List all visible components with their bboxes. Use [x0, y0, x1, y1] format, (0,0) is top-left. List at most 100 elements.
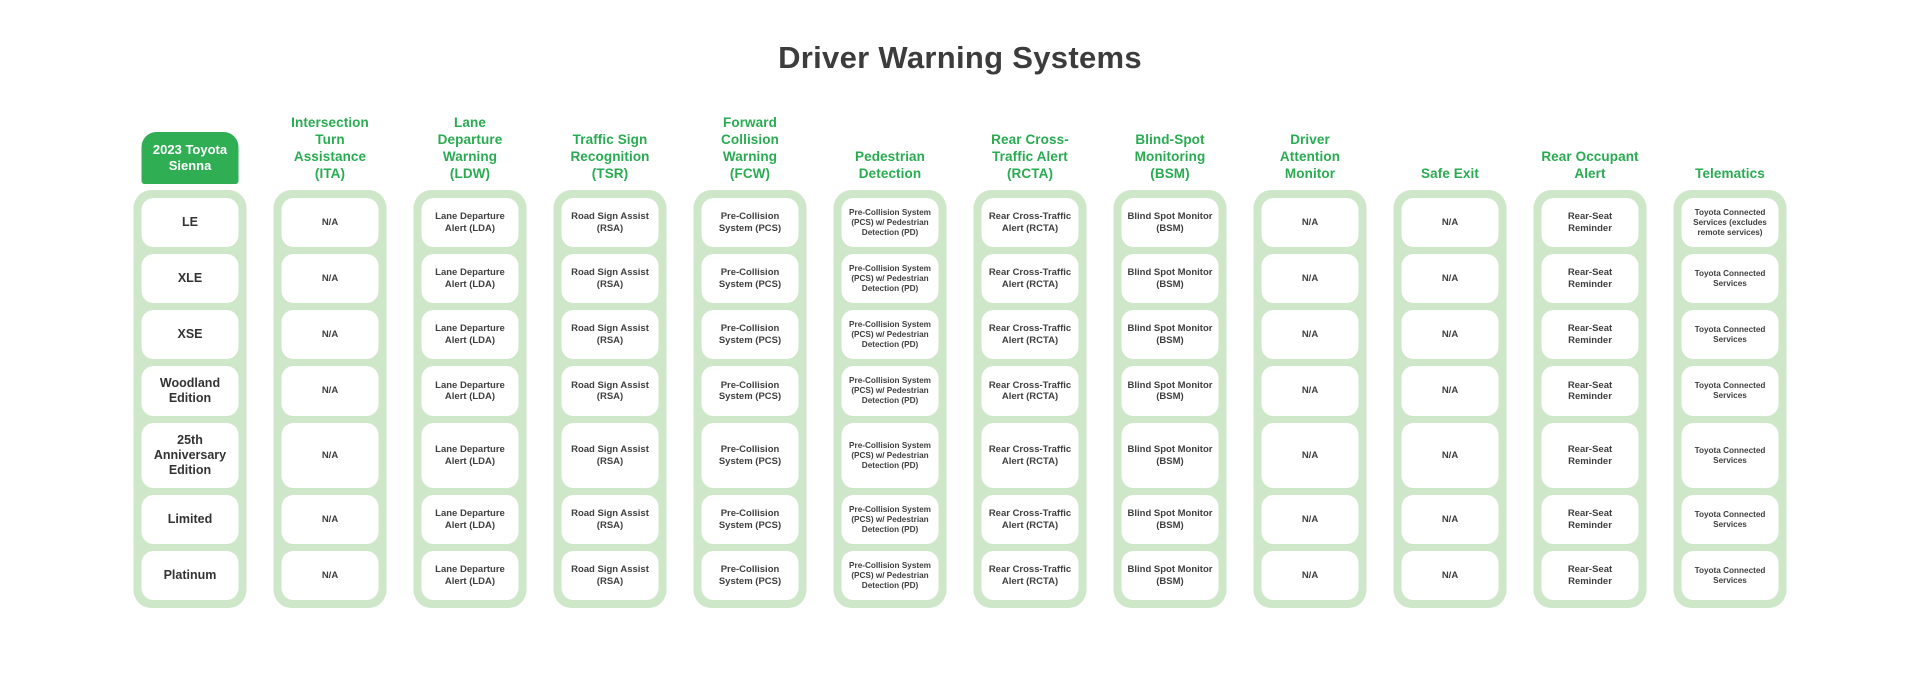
feature-cell-bsm-row4: Blind Spot Monitor (BSM)	[1121, 423, 1219, 488]
feature-cell-ldw-row3: Lane Departure Alert (LDA)	[421, 366, 519, 416]
feature-cell-fcw-row0: Pre-Collision System (PCS)	[701, 198, 799, 247]
feature-column-ita: Intersection Turn Assistance (ITA) N/A N/A…	[273, 114, 387, 608]
feature-cell-rear-occupant-alert-row6: Rear-Seat Reminder	[1541, 551, 1639, 600]
column-header-rcta: Rear Cross- Traffic Alert (RCTA)	[991, 132, 1069, 181]
feature-cell-tsr-row0: Road Sign Assist (RSA)	[561, 198, 659, 247]
feature-cell-ldw-row0: Lane Departure Alert (LDA)	[421, 198, 519, 247]
feature-cell-pedestrian-detection-row4: Pre-Collision System (PCS) w/ Pedestrian…	[841, 423, 939, 488]
column-header-fcw: Forward Collision Warning (FCW)	[721, 115, 779, 181]
feature-cell-rcta-row3: Rear Cross-Traffic Alert (RCTA)	[981, 366, 1079, 416]
column-header-pedestrian-detection: Pedestrian Detection	[854, 149, 926, 181]
feature-column-rcta: Rear Cross- Traffic Alert (RCTA) Rear Cro…	[973, 114, 1087, 608]
header-area-ldw: Lane Departure Warning (LDW)	[414, 114, 527, 184]
feature-cell-fcw-row6: Pre-Collision System (PCS)	[701, 551, 799, 600]
column-header-tsr: Traffic Sign Recognition (TSR)	[570, 132, 650, 181]
feature-cell-bsm-row5: Blind Spot Monitor (BSM)	[1121, 495, 1219, 544]
feature-cell-ldw-row4: Lane Departure Alert (LDA)	[421, 423, 519, 488]
feature-cell-fcw-row4: Pre-Collision System (PCS)	[701, 423, 799, 488]
feature-cell-safe-exit-row3: N/A	[1401, 366, 1499, 416]
header-area-pedestrian-detection: Pedestrian Detection	[834, 114, 947, 184]
feature-cell-driver-attention-monitor-row0: N/A	[1261, 198, 1359, 247]
feature-cell-rear-occupant-alert-row3: Rear-Seat Reminder	[1541, 366, 1639, 416]
feature-cell-pedestrian-detection-row6: Pre-Collision System (PCS) w/ Pedestrian…	[841, 551, 939, 600]
feature-cell-fcw-row3: Pre-Collision System (PCS)	[701, 366, 799, 416]
feature-cell-driver-attention-monitor-row6: N/A	[1261, 551, 1359, 600]
feature-cell-safe-exit-row0: N/A	[1401, 198, 1499, 247]
feature-column-bsm: Blind-Spot Monitoring (BSM)Blind Spot Mo…	[1113, 114, 1227, 608]
trim-header-area: 2023 Toyota Sienna	[134, 114, 247, 184]
feature-cell-bsm-row6: Blind Spot Monitor (BSM)	[1121, 551, 1219, 600]
feature-column-ldw: Lane Departure Warning (LDW) Lane Departu…	[413, 114, 527, 608]
feature-cell-rear-occupant-alert-row4: Rear-Seat Reminder	[1541, 423, 1639, 488]
column-header-ldw: Lane Departure Warning (LDW)	[437, 115, 503, 181]
page-title: Driver Warning Systems	[778, 40, 1142, 75]
feature-cell-rcta-row6: Rear Cross-Traffic Alert (RCTA)	[981, 551, 1079, 600]
feature-cell-pedestrian-detection-row0: Pre-Collision System (PCS) w/ Pedestrian…	[841, 198, 939, 247]
feature-cell-rcta-row5: Rear Cross-Traffic Alert (RCTA)	[981, 495, 1079, 544]
feature-cell-telematics-row5: Toyota Connected Services	[1681, 495, 1779, 544]
feature-cell-ita-row5: N/A	[281, 495, 379, 544]
feature-cell-driver-attention-monitor-row4: N/A	[1261, 423, 1359, 488]
column-container-telematics: Toyota Connected Services (excludes remo…	[1673, 190, 1787, 608]
trim-cell-row1: XLE	[141, 254, 239, 303]
feature-cell-telematics-row4: Toyota Connected Services	[1681, 423, 1779, 488]
feature-cell-fcw-row1: Pre-Collision System (PCS)	[701, 254, 799, 303]
feature-cell-safe-exit-row4: N/A	[1401, 423, 1499, 488]
feature-cell-ita-row4: N/A	[281, 423, 379, 488]
feature-cell-rcta-row4: Rear Cross-Traffic Alert (RCTA)	[981, 423, 1079, 488]
header-area-rcta: Rear Cross- Traffic Alert (RCTA)	[974, 114, 1087, 184]
feature-cell-ita-row3: N/A	[281, 366, 379, 416]
feature-cell-rcta-row2: Rear Cross-Traffic Alert (RCTA)	[981, 310, 1079, 359]
feature-cell-safe-exit-row1: N/A	[1401, 254, 1499, 303]
feature-cell-rcta-row0: Rear Cross-Traffic Alert (RCTA)	[981, 198, 1079, 247]
header-area-rear-occupant-alert: Rear Occupant Alert	[1534, 114, 1647, 184]
feature-cell-telematics-row2: Toyota Connected Services	[1681, 310, 1779, 359]
feature-cell-driver-attention-monitor-row2: N/A	[1261, 310, 1359, 359]
column-header-driver-attention-monitor: Driver Attention Monitor	[1279, 132, 1341, 181]
feature-cell-safe-exit-row2: N/A	[1401, 310, 1499, 359]
header-area-fcw: Forward Collision Warning (FCW)	[694, 114, 807, 184]
feature-cell-ldw-row1: Lane Departure Alert (LDA)	[421, 254, 519, 303]
feature-cell-bsm-row0: Blind Spot Monitor (BSM)	[1121, 198, 1219, 247]
feature-cell-fcw-row2: Pre-Collision System (PCS)	[701, 310, 799, 359]
header-area-driver-attention-monitor: Driver Attention Monitor	[1254, 114, 1367, 184]
column-container-rcta: Rear Cross-Traffic Alert (RCTA) Rear Cros…	[973, 190, 1087, 608]
trim-cell-row6: Platinum	[141, 551, 239, 600]
feature-cell-safe-exit-row6: N/A	[1401, 551, 1499, 600]
column-header-telematics: Telematics	[1695, 166, 1765, 181]
feature-cell-tsr-row1: Road Sign Assist (RSA)	[561, 254, 659, 303]
feature-cell-tsr-row6: Road Sign Assist (RSA)	[561, 551, 659, 600]
column-container-pedestrian-detection: Pre-Collision System (PCS) w/ Pedestrian…	[833, 190, 947, 608]
feature-cell-ldw-row2: Lane Departure Alert (LDA)	[421, 310, 519, 359]
feature-cell-telematics-row3: Toyota Connected Services	[1681, 366, 1779, 416]
feature-cell-bsm-row2: Blind Spot Monitor (BSM)	[1121, 310, 1219, 359]
trim-cell-row4: 25th Anniversary Edition	[141, 423, 239, 488]
feature-cell-pedestrian-detection-row1: Pre-Collision System (PCS) w/ Pedestrian…	[841, 254, 939, 303]
feature-cell-telematics-row0: Toyota Connected Services (excludes remo…	[1681, 198, 1779, 247]
feature-cell-telematics-row1: Toyota Connected Services	[1681, 254, 1779, 303]
trim-cell-row0: LE	[141, 198, 239, 247]
header-area-telematics: Telematics	[1674, 114, 1787, 184]
feature-column-fcw: Forward Collision Warning (FCW) Pre-Colli…	[693, 114, 807, 608]
feature-cell-rear-occupant-alert-row0: Rear-Seat Reminder	[1541, 198, 1639, 247]
feature-cell-tsr-row5: Road Sign Assist (RSA)	[561, 495, 659, 544]
column-container-tsr: Road Sign Assist (RSA) Road Sign Assist (…	[553, 190, 667, 608]
feature-cell-tsr-row2: Road Sign Assist (RSA)	[561, 310, 659, 359]
feature-cell-ldw-row5: Lane Departure Alert (LDA)	[421, 495, 519, 544]
column-header-rear-occupant-alert: Rear Occupant Alert	[1541, 149, 1639, 181]
feature-cell-tsr-row3: Road Sign Assist (RSA)	[561, 366, 659, 416]
feature-column-tsr: Traffic Sign Recognition (TSR) Road Sign …	[553, 114, 667, 608]
feature-cell-telematics-row6: Toyota Connected Services	[1681, 551, 1779, 600]
feature-cell-driver-attention-monitor-row1: N/A	[1261, 254, 1359, 303]
trim-cell-row2: XSE	[141, 310, 239, 359]
column-container-bsm: Blind Spot Monitor (BSM) Blind Spot Monit…	[1113, 190, 1227, 608]
header-area-ita: Intersection Turn Assistance (ITA)	[274, 114, 387, 184]
feature-cell-rear-occupant-alert-row1: Rear-Seat Reminder	[1541, 254, 1639, 303]
